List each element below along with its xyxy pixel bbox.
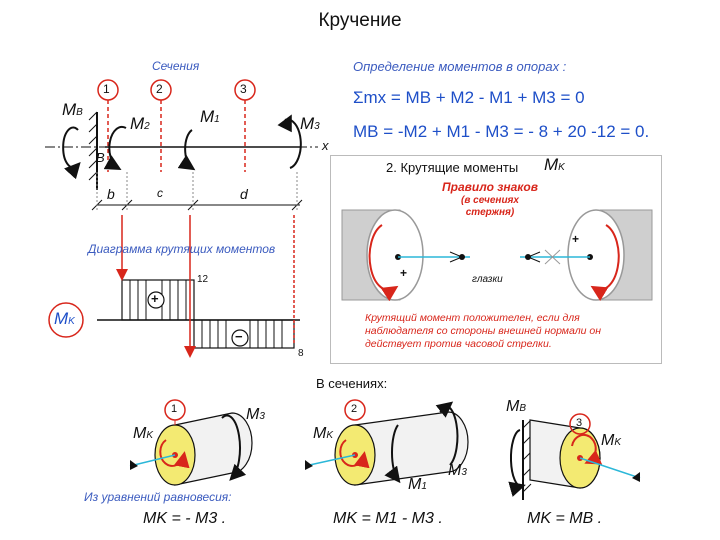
sec2-formula: MK = M1 - M3 . bbox=[333, 510, 443, 527]
equation-sum: Σmx = MB + M2 - M1 + M3 = 0 bbox=[353, 88, 585, 107]
plus-sign: + bbox=[151, 291, 159, 306]
section-view-3 bbox=[508, 413, 641, 500]
torques-heading: 2. Крутящие моменты bbox=[386, 160, 519, 175]
equilibrium-label: Из уравнений равновесия: bbox=[84, 490, 232, 504]
sign-rule-note-2: стержня) bbox=[465, 207, 515, 218]
sign-rule-title: Правило знаков bbox=[442, 180, 538, 194]
sections-label: Сечения bbox=[152, 59, 200, 73]
section-number-3: 1 bbox=[103, 82, 110, 96]
label-support-b: B bbox=[96, 150, 105, 165]
moment-mb-arrow bbox=[62, 126, 81, 180]
section-number-1: 3 bbox=[240, 82, 247, 96]
sec3-mk: MK bbox=[601, 432, 621, 449]
label-m1: M1 bbox=[200, 107, 220, 126]
sec3-formula: MK = MB . bbox=[527, 510, 603, 527]
sec1-m3: M3 bbox=[246, 406, 265, 423]
shaft-scheme bbox=[45, 79, 318, 212]
section-view-1 bbox=[129, 399, 253, 486]
page-title: Кручение bbox=[318, 10, 402, 31]
label-axis-x: x bbox=[322, 138, 329, 153]
plus-right: + bbox=[572, 232, 580, 246]
sign-rule-text: Крутящий момент положителен, если для на… bbox=[365, 312, 602, 350]
segment-c: c bbox=[157, 186, 163, 200]
section-view-2 bbox=[304, 399, 469, 486]
sec1-mk: MK bbox=[133, 425, 153, 442]
eyes-label: глазки bbox=[472, 274, 503, 285]
sign-rule-figure bbox=[341, 209, 653, 302]
sec3-number: 3 bbox=[576, 417, 583, 429]
sec2-mk: MK bbox=[313, 425, 333, 442]
moment-m3-arrow bbox=[284, 118, 302, 169]
plus-left: + bbox=[400, 266, 408, 280]
sec2-m3: M3 bbox=[448, 462, 467, 479]
segment-d: d bbox=[240, 186, 248, 202]
label-m2: M2 bbox=[130, 114, 150, 133]
torque-value-positive: 12 bbox=[197, 274, 209, 285]
sign-rule-note-1: (в сечениях bbox=[460, 195, 519, 206]
torque-diagram-plot bbox=[48, 215, 300, 358]
section-marker-2 bbox=[150, 79, 172, 172]
equation-mb: MB = -M2 + M1 - M3 = - 8 + 20 -12 = 0. bbox=[353, 122, 650, 141]
torque-value-negative: 8 bbox=[298, 348, 304, 359]
sec3-mb: MB bbox=[506, 398, 526, 415]
label-m3: M3 bbox=[300, 114, 320, 133]
torques-box bbox=[330, 155, 662, 364]
sec1-number: 1 bbox=[171, 403, 178, 415]
section-number-2: 2 bbox=[156, 82, 163, 96]
moment-m1-arrow bbox=[177, 129, 196, 171]
segment-b: b bbox=[107, 186, 115, 202]
sec2-m1: M1 bbox=[408, 476, 427, 493]
minus-sign: − bbox=[235, 329, 243, 344]
torque-diagram-heading: Диаграмма крутящих моментов bbox=[88, 242, 276, 256]
moment-m2-arrow bbox=[103, 125, 127, 170]
section-marker-1 bbox=[234, 79, 256, 172]
torques-mk: MK bbox=[544, 155, 565, 174]
in-sections-heading: В сечениях: bbox=[316, 376, 388, 391]
mk-circle-label: MK bbox=[54, 309, 75, 328]
sec2-number: 2 bbox=[351, 403, 358, 415]
label-mb: MB bbox=[62, 100, 83, 119]
sec1-formula: MK = - M3 . bbox=[143, 510, 227, 527]
support-moments-heading: Определение моментов в опорах : bbox=[353, 59, 567, 74]
